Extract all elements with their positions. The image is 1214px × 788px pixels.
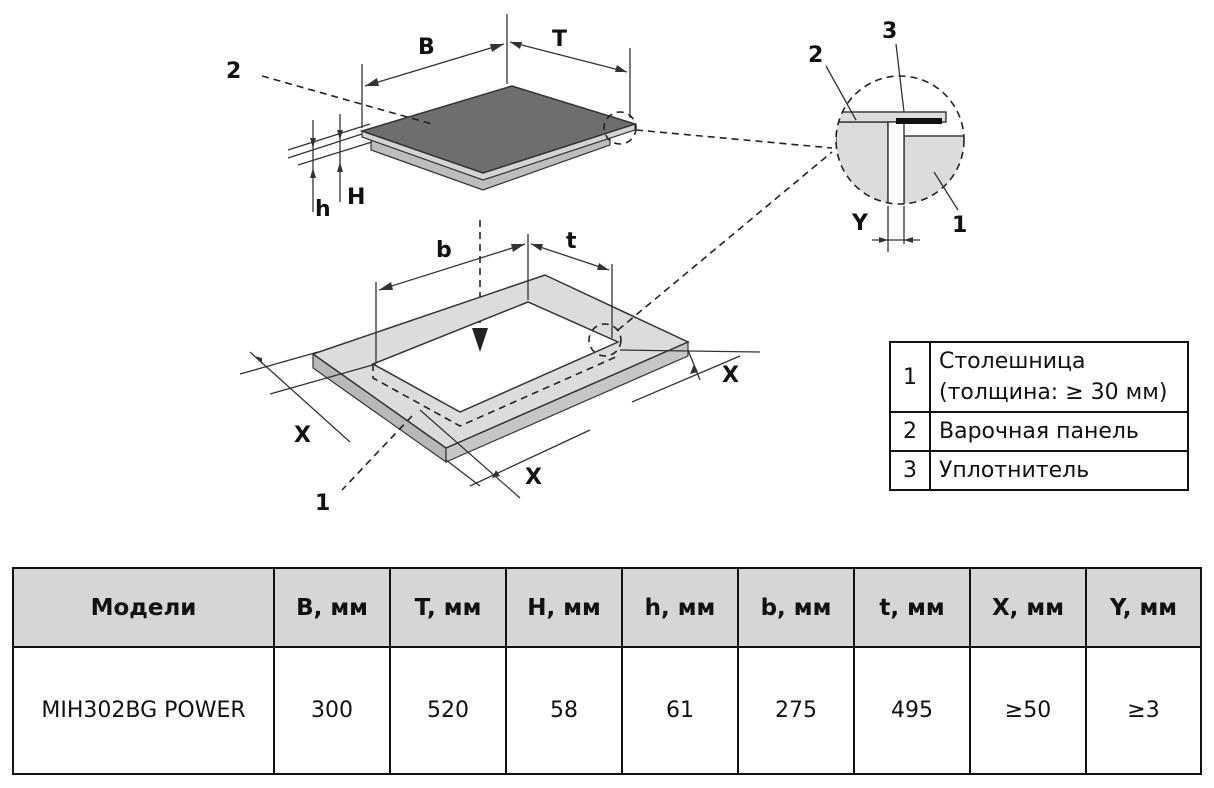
label-T: T: [552, 27, 567, 52]
legend-row: 3 Уплотнитель: [889, 450, 1189, 491]
header-Y: Y, мм: [1085, 567, 1202, 648]
cell-T: 520: [389, 646, 507, 775]
table-row: MIH302BG POWER 300 520 58 61 275 495 ≥50…: [12, 646, 1202, 775]
countertop-drawing: [311, 274, 690, 464]
legend-text: Варочная панель: [929, 411, 1189, 452]
label-t: t: [566, 229, 577, 254]
cell-H: 58: [505, 646, 623, 775]
legend-row: 1 Столешница (толщина: ≥ 30 мм): [889, 341, 1189, 413]
header-model: Модели: [12, 567, 275, 648]
legend-number: 3: [889, 450, 931, 491]
header-H: H, мм: [505, 567, 623, 648]
cell-Y: ≥3: [1085, 646, 1202, 775]
cell-b: 275: [737, 646, 855, 775]
cell-t: 495: [853, 646, 971, 775]
cell-model: MIH302BG POWER: [12, 646, 275, 775]
label-part-3-detail: 3: [882, 19, 897, 44]
header-B: B, мм: [273, 567, 391, 648]
label-part-1-detail: 1: [952, 213, 967, 238]
label-Y: Y: [851, 211, 869, 236]
dimensions-table: Модели B, мм T, мм H, мм h, мм b, мм t, …: [12, 567, 1202, 775]
label-X-right: X: [722, 363, 739, 388]
dimension-B: [361, 14, 508, 128]
legend-text: Столешница (толщина: ≥ 30 мм): [929, 341, 1189, 413]
header-b: b, мм: [737, 567, 855, 648]
legend-row: 2 Варочная панель: [889, 411, 1189, 452]
label-X-left: X: [294, 423, 311, 448]
label-b: b: [436, 238, 452, 263]
header-t: t, мм: [853, 567, 971, 648]
cell-h: 61: [621, 646, 739, 775]
cell-B: 300: [273, 646, 391, 775]
label-H: H: [347, 185, 365, 210]
label-part-2-detail: 2: [808, 43, 823, 68]
header-h: h, мм: [621, 567, 739, 648]
insert-arrow-icon: [472, 328, 488, 352]
dimension-T: [509, 41, 631, 118]
cell-X: ≥50: [969, 646, 1087, 775]
dimension-b: [375, 234, 529, 362]
label-B: B: [418, 35, 435, 60]
label-part-1-countertop: 1: [315, 491, 330, 516]
legend-text: Уплотнитель: [929, 450, 1189, 491]
label-h: h: [315, 197, 331, 222]
legend-number: 1: [889, 341, 931, 413]
label-X-bottom: X: [525, 465, 542, 490]
parts-legend: 1 Столешница (толщина: ≥ 30 мм) 2 Варочн…: [889, 341, 1189, 491]
label-part-2: 2: [226, 59, 241, 84]
dimension-X-left: [239, 351, 377, 443]
detail-magnifier: [825, 43, 965, 252]
installation-diagram: B T h H 2: [226, 14, 967, 516]
dimension-H-h: [287, 114, 373, 212]
dimension-X-right: [619, 349, 761, 403]
dimension-t: [530, 243, 613, 338]
header-T: T, мм: [389, 567, 507, 648]
header-X: X, мм: [969, 567, 1087, 648]
legend-number: 2: [889, 411, 931, 452]
dimension-X-bottom: [419, 409, 591, 499]
table-header-row: Модели B, мм T, мм H, мм h, мм b, мм t, …: [12, 567, 1202, 648]
hob-drawing: [359, 85, 638, 191]
